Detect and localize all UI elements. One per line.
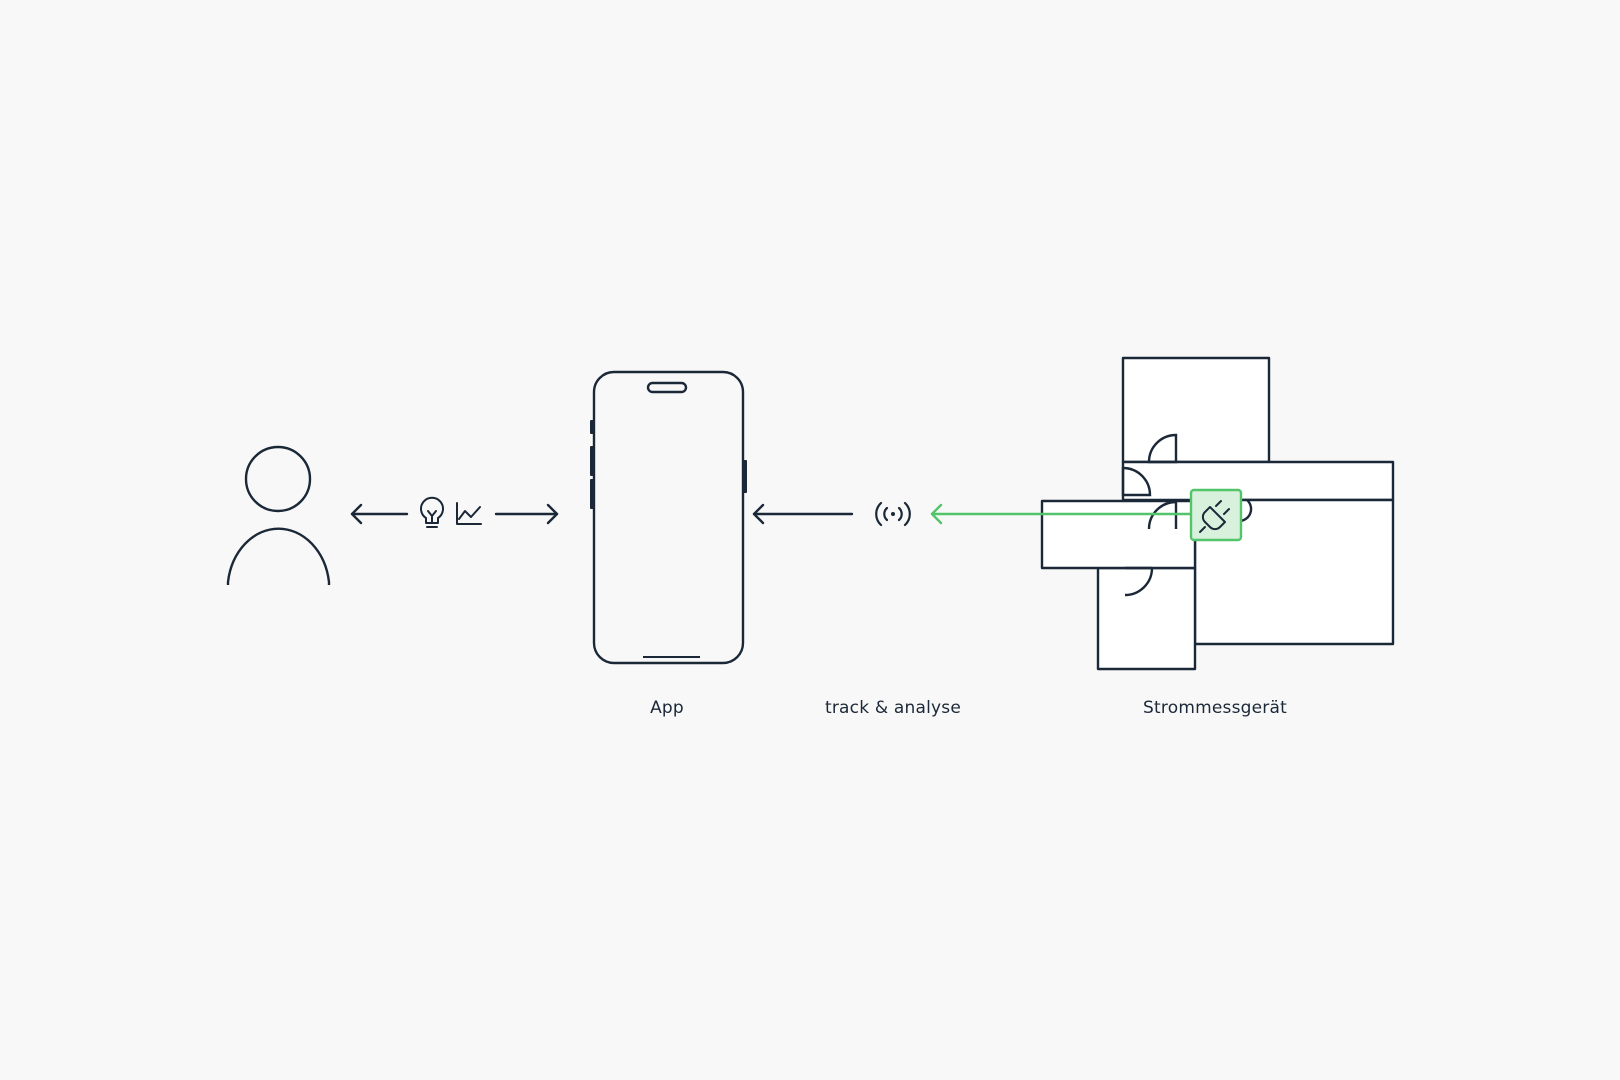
smartphone-icon (592, 370, 745, 665)
wireless-signal-icon (875, 501, 911, 527)
signal-to-app-arrow (752, 503, 854, 525)
device-to-signal-arrow (930, 503, 1194, 525)
smartphone-side-buttons (590, 420, 747, 509)
person-icon (226, 445, 331, 585)
app-label: App (650, 698, 684, 718)
track-analyse-label: track & analyse (824, 698, 962, 718)
bidirectional-arrow (350, 503, 559, 525)
floor-plan-doors (1121, 433, 1253, 597)
lightbulb-icon (420, 496, 444, 528)
line-chart-icon (456, 502, 482, 525)
device-label: Strommessgerät (1143, 698, 1287, 718)
plug-icon (1189, 488, 1243, 542)
